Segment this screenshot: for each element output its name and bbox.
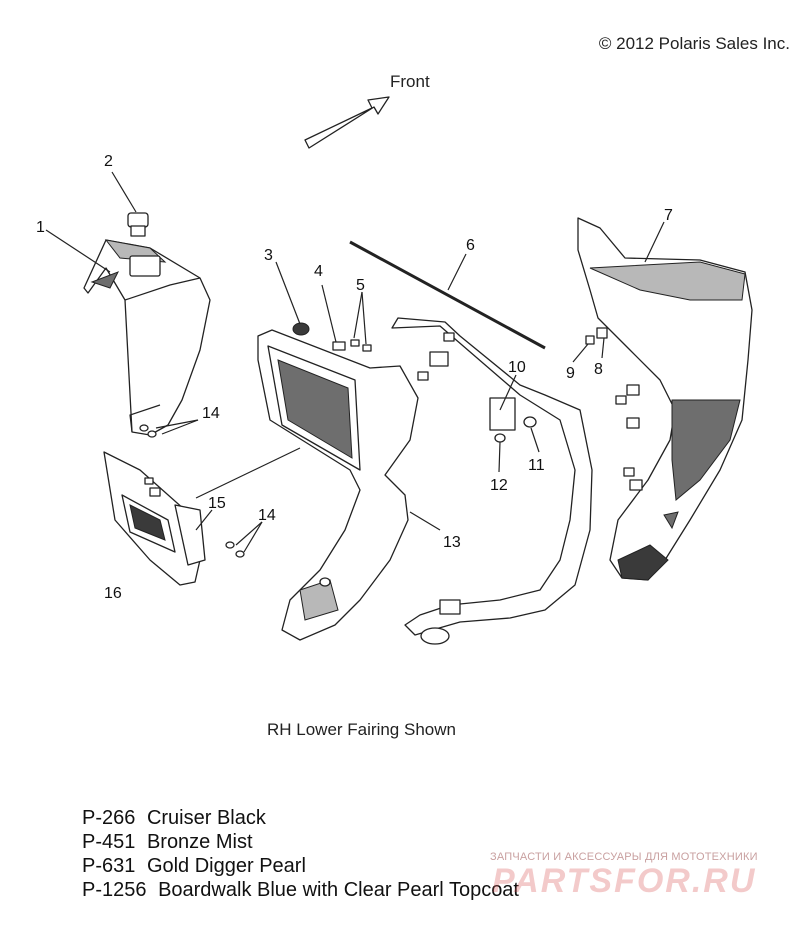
part-2-grommet — [127, 212, 149, 237]
watermark-logo: PARTSFOR.RU — [492, 862, 757, 900]
crash-bar-tube — [391, 317, 593, 645]
callout-numbers: 1 2 3 4 5 6 7 8 9 10 11 12 13 14 14 15 1… — [36, 153, 673, 602]
callout-6: 6 — [466, 237, 475, 254]
callout-11: 11 — [528, 457, 545, 474]
callout-2: 2 — [104, 153, 113, 170]
front-direction-label: Front — [390, 72, 430, 91]
color-name: Cruiser Black — [146, 807, 266, 829]
color-name: Boardwalk Blue with Clear Pearl Topcoat — [158, 879, 519, 901]
color-code: P-1256 — [82, 879, 147, 901]
callout-15: 15 — [208, 495, 226, 512]
color-code: P-631 — [82, 855, 136, 877]
color-code: P-266 — [82, 807, 136, 829]
callout-13: 13 — [443, 534, 461, 551]
part-16-lower-panel — [103, 451, 206, 586]
color-code-row: P-1256 Boardwalk Blue with Clear Pearl T… — [82, 878, 519, 902]
callout-1: 1 — [36, 219, 45, 236]
callout-9: 9 — [566, 365, 575, 382]
callout-4: 4 — [314, 263, 323, 280]
part-6-trim-strip — [349, 240, 546, 350]
callout-14-lower: 14 — [258, 507, 276, 524]
part-14-hardware — [139, 424, 245, 558]
part-10-12-clamp — [439, 397, 537, 615]
diagram-caption: RH Lower Fairing Shown — [267, 720, 456, 739]
part-4-5-fasteners — [332, 339, 372, 352]
part-3-grommet — [292, 322, 310, 336]
color-name: Bronze Mist — [146, 831, 253, 853]
part-1-inner-panel — [83, 239, 211, 436]
color-code-row: P-451 Bronze Mist — [82, 830, 519, 854]
leader-lines — [45, 171, 665, 553]
callout-3: 3 — [264, 247, 273, 264]
copyright-notice: © 2012 Polaris Sales Inc. — [598, 34, 790, 53]
callout-10: 10 — [508, 359, 526, 376]
callout-12: 12 — [490, 477, 508, 494]
color-name: Gold Digger Pearl — [146, 855, 306, 877]
callout-5: 5 — [356, 277, 365, 294]
color-code-list: P-266 Cruiser Black P-451 Bronze Mist P-… — [82, 806, 519, 902]
color-code-row: P-266 Cruiser Black — [82, 806, 519, 830]
part-13-lower-fairing — [257, 329, 429, 641]
callout-8: 8 — [594, 361, 603, 378]
color-code: P-451 — [82, 831, 136, 853]
color-code-row: P-631 Gold Digger Pearl — [82, 854, 519, 878]
callout-7: 7 — [664, 207, 673, 224]
callout-16: 16 — [104, 585, 122, 602]
part-7-outer-fairing — [577, 217, 753, 581]
front-arrow-icon — [304, 96, 390, 149]
callout-14-upper: 14 — [202, 405, 220, 422]
watermark-tagline: ЗАПЧАСТИ И АКСЕССУАРЫ ДЛЯ МОТОТЕХНИКИ — [490, 851, 758, 863]
